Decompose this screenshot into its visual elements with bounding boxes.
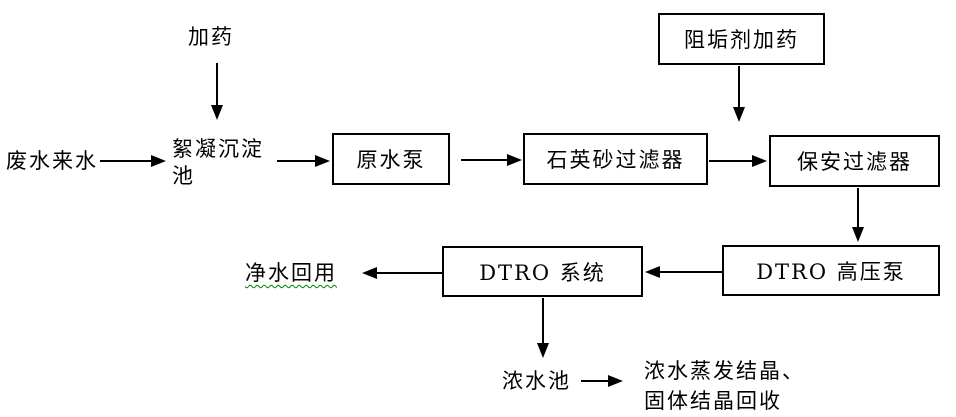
label-flocculation-tank-line1: 絮凝沉淀 (172, 137, 264, 161)
node-raw-water-pump-label: 原水泵 (356, 148, 426, 172)
label-clean-water-reuse: 净水回用 (245, 261, 337, 285)
label-flocculation-tank-line2: 池 (172, 164, 195, 188)
node-quartz-sand-filter: 石英砂过滤器 (523, 133, 708, 185)
node-dtro-system-label: DTRO 系统 (479, 260, 606, 285)
node-dtro-high-pressure-pump-label: DTRO 高压泵 (756, 259, 906, 284)
arrow-antiscalant-dosing-to-filter-line (733, 66, 745, 122)
arrow-security-filter-to-dtro-pump (852, 188, 864, 242)
node-security-filter: 保安过滤器 (769, 135, 940, 187)
node-raw-water-pump: 原水泵 (332, 133, 450, 185)
arrow-raw-water-pump-to-quartz-sand-filter (461, 154, 522, 166)
node-dtro-system: DTRO 系统 (442, 246, 643, 297)
arrow-dtro-system-to-clean-water-reuse (362, 267, 442, 279)
label-dosing: 加药 (188, 25, 234, 49)
label-flocculation-tank: 絮凝沉淀 池 (172, 136, 276, 190)
label-concentrate-tank: 浓水池 (502, 369, 571, 393)
arrow-quartz-sand-filter-to-security-filter (709, 155, 767, 167)
arrow-dosing-to-flocculation-tank (211, 63, 223, 120)
label-concentrate-treatment-line2: 固体结晶回收 (644, 389, 782, 413)
arrow-flocculation-tank-to-raw-water-pump (277, 155, 330, 167)
node-security-filter-label: 保安过滤器 (797, 150, 912, 174)
node-quartz-sand-filter-label: 石英砂过滤器 (546, 148, 685, 172)
label-concentrate-treatment-line1: 浓水蒸发结晶、 (644, 359, 805, 383)
arrow-wastewater-to-flocculation-tank (100, 155, 166, 167)
label-concentrate-treatment: 浓水蒸发结晶、 固体结晶回收 (644, 356, 824, 416)
arrow-dtro-system-to-concentrate-tank (537, 298, 549, 358)
arrow-dtro-pump-to-dtro-system (645, 266, 722, 278)
node-antiscalant-dosing: 阻垢剂加药 (658, 13, 825, 65)
arrow-concentrate-tank-to-treatment (581, 375, 623, 387)
label-wastewater-inflow: 废水来水 (6, 149, 98, 173)
node-antiscalant-dosing-label: 阻垢剂加药 (684, 28, 799, 52)
node-dtro-high-pressure-pump: DTRO 高压泵 (722, 245, 940, 296)
